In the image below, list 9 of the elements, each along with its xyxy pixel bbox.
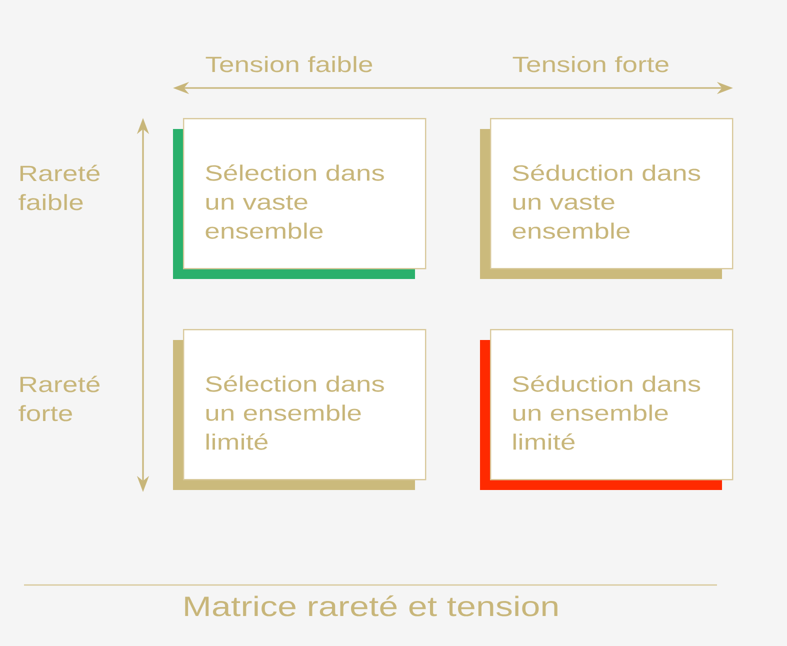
- axis-label: Tension faible: [206, 56, 372, 72]
- axis-label: Tension forte: [512, 56, 668, 72]
- title: Matrice rareté et tension: [185, 595, 558, 616]
- quadrant-card: Sélection dans un ensemble limité: [173, 329, 426, 490]
- axis-label: Rareté forte: [18, 376, 100, 422]
- quadrant-card: Sélection dans un vaste ensemble: [173, 118, 426, 279]
- axis-label: Rareté faible: [18, 164, 100, 210]
- quadrant-card: Séduction dans un ensemble limité: [480, 329, 734, 490]
- quadrant-card: Séduction dans un vaste ensemble: [480, 118, 734, 279]
